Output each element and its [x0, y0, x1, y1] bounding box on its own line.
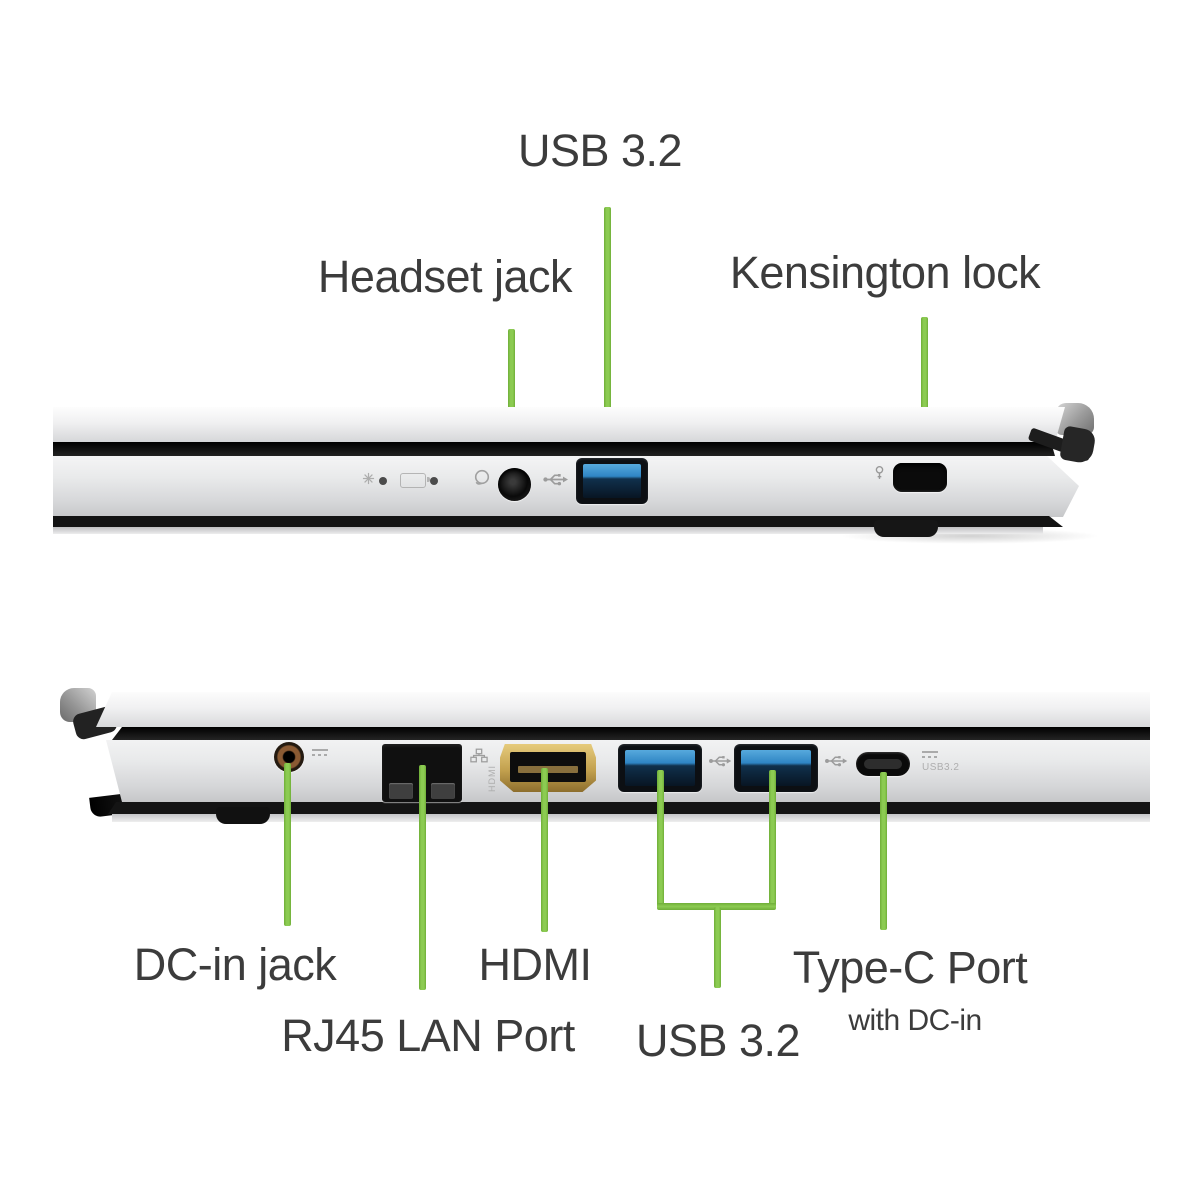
label-kensington-lock: Kensington lock — [729, 247, 1041, 298]
top-laptop-gap-stripe — [53, 442, 1055, 456]
label-typec-with-dc-in: with DC-in — [848, 1004, 982, 1037]
battery-indicator-icon — [400, 473, 430, 488]
type-c-marking: USB3.2 — [922, 762, 960, 773]
top-laptop-lid-edge — [53, 407, 1065, 442]
label-hdmi: HDMI — [478, 939, 592, 990]
usb32-top-connector-line — [604, 207, 611, 489]
top-laptop-bottom-stripe — [53, 516, 1063, 527]
ethernet-icon — [470, 748, 488, 768]
rj45-tab — [431, 783, 455, 799]
label-headset-jack: Headset jack — [317, 251, 573, 302]
top-laptop-hinge-dark — [1059, 425, 1097, 465]
hdmi-connector-line — [541, 768, 548, 932]
usb-icon — [542, 472, 569, 492]
usb-blue-tongue — [583, 464, 641, 498]
label-type-c-port: Type-C Port — [792, 942, 1028, 993]
usb-bracket-bar — [657, 903, 776, 910]
bottom-laptop-lid-edge — [96, 692, 1150, 727]
usb-icon — [708, 754, 732, 773]
bottom-laptop-bottom-stripe — [108, 802, 1150, 814]
top-laptop-rubber-foot — [874, 520, 938, 537]
kensington-connector-line — [921, 317, 928, 482]
bottom-laptop-gap-stripe — [112, 727, 1150, 740]
bottom-laptop-rubber-foot — [216, 807, 270, 824]
label-usb32-top: USB 3.2 — [517, 125, 683, 176]
label-usb32-bottom: USB 3.2 — [635, 1015, 801, 1066]
kensington-lock-slot — [893, 463, 947, 492]
label-rj45-lan-port: RJ45 LAN Port — [281, 1010, 575, 1061]
dc-connector-line — [284, 763, 291, 926]
hdmi-marking: HDMI — [487, 765, 497, 792]
rj45-connector-line — [419, 765, 426, 990]
usb-bracket-stem — [714, 907, 721, 988]
usb-blue-tongue — [741, 750, 811, 786]
usb1-connector-line — [657, 770, 664, 907]
kensington-lock-icon — [874, 465, 885, 486]
hdmi-slot — [510, 752, 586, 782]
dc-symbol-icon — [312, 748, 328, 758]
headset-jack-port — [498, 468, 531, 501]
battery-led-dot — [430, 477, 438, 485]
top-laptop-underside — [53, 527, 1043, 534]
headset-connector-line — [508, 329, 515, 482]
power-indicator-icon — [362, 472, 375, 490]
dc-symbol-icon — [922, 750, 938, 760]
bottom-laptop-underside — [112, 814, 1150, 822]
hdmi-port — [500, 744, 596, 792]
usb-a-port-2 — [734, 744, 818, 792]
label-dc-in-jack: DC-in jack — [133, 939, 337, 990]
usb-icon — [824, 754, 848, 773]
power-led-dot — [379, 477, 387, 485]
rj45-tab — [389, 783, 413, 799]
typec-connector-line — [880, 772, 887, 930]
usb2-connector-line — [769, 770, 776, 907]
usb-a-port-top — [576, 458, 648, 504]
type-c-pin — [864, 759, 902, 769]
headset-icon — [472, 468, 492, 493]
